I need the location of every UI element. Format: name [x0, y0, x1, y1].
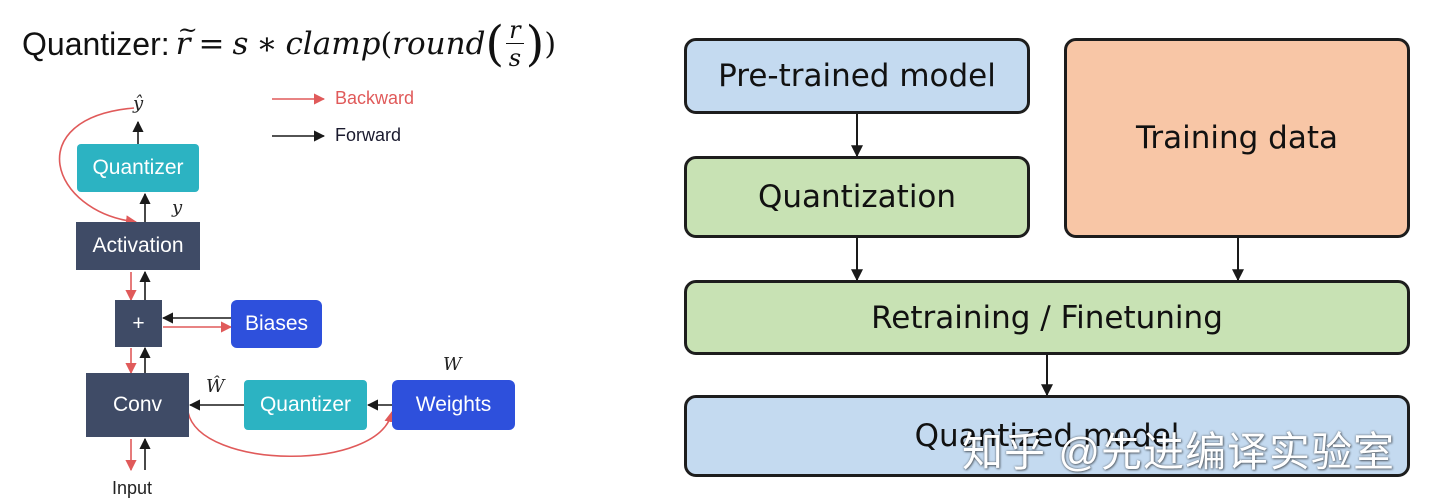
training-data-box: Training data: [1064, 38, 1410, 238]
formula-clamp: clamp: [285, 26, 381, 62]
formula-big-close: ): [525, 16, 545, 72]
quantizer-weights-box: Quantizer: [244, 380, 367, 430]
plus-box: +: [115, 300, 162, 347]
formula-numerator: r: [506, 18, 524, 44]
quantized-model-box: Quantized model: [684, 395, 1410, 477]
formula-equals: =: [198, 26, 225, 62]
formula-r-tilde: ~r: [175, 16, 198, 62]
y-symbol: y: [172, 197, 183, 218]
formula-scale: s: [232, 26, 249, 62]
w-symbol: W: [443, 354, 462, 375]
watermark: 知乎 @先进编译实验室: [962, 429, 1396, 475]
formula-denominator: s: [508, 44, 522, 72]
formula-label: Quantizer:: [22, 25, 170, 62]
conv-box: Conv: [86, 373, 189, 437]
activation-box: Activation: [76, 222, 200, 270]
formula-times: ∗: [256, 26, 278, 62]
arrow-backward-ste-weights: [187, 410, 396, 458]
retraining-finetuning-box: Retraining / Finetuning: [684, 280, 1410, 355]
quantization-box: Quantization: [684, 156, 1030, 238]
weights-box: Weights: [392, 380, 515, 430]
biases-box: Biases: [231, 300, 322, 348]
quantizer-formula: Quantizer: ~r = s ∗ clamp ( round ( r s …: [22, 14, 556, 74]
formula-close-paren: ): [544, 26, 557, 62]
legend-forward-label: Forward: [335, 125, 402, 145]
formula-big-open: (: [485, 16, 505, 72]
w-hat-symbol: Ŵ: [206, 376, 225, 397]
formula-round: round: [392, 26, 486, 62]
pretrained-model-box: Pre-trained model: [684, 38, 1030, 114]
input-label: Input: [112, 478, 153, 498]
formula-open-paren: (: [380, 26, 393, 62]
formula-fraction: r s: [506, 18, 524, 72]
quantizer-activation-box: Quantizer: [77, 144, 199, 192]
legend-backward-label: Backward: [335, 88, 415, 108]
output-y-hat: ŷ: [133, 93, 144, 114]
arrow-backward-ste-top: [58, 107, 138, 227]
